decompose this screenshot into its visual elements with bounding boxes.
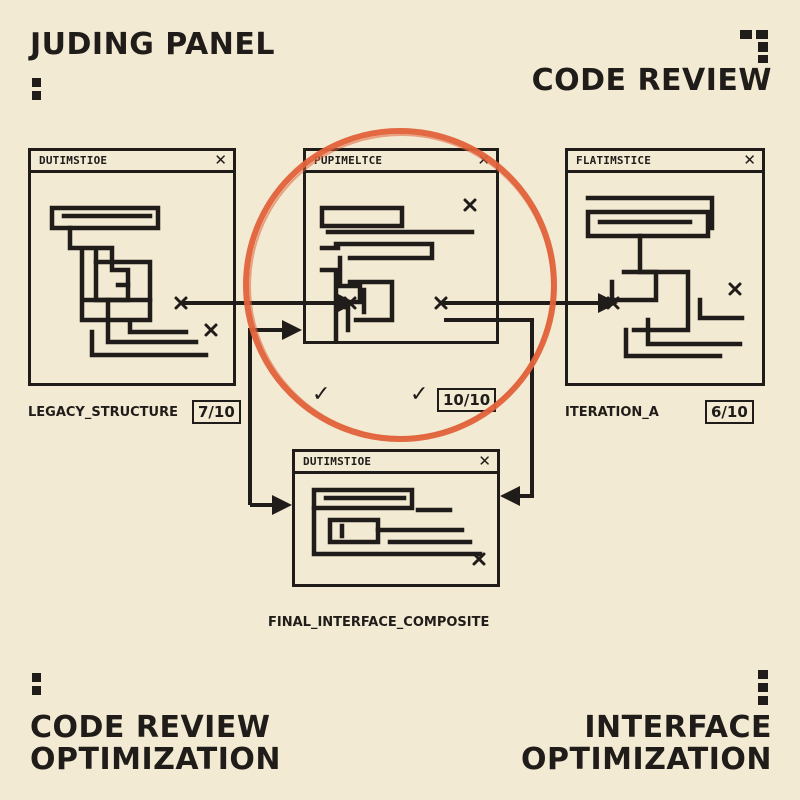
- window-final-composite[interactable]: DUTIMSTIOE ✕: [292, 449, 500, 587]
- label-iteration-a: ITERATION_A: [565, 405, 659, 420]
- heading-bottom-right-line1: INTERFACE: [584, 710, 772, 745]
- schematic-right: [585, 195, 745, 359]
- heading-top-right: CODE REVIEW: [531, 63, 772, 98]
- close-icon[interactable]: ✕: [478, 452, 491, 470]
- check-icon: ✓: [410, 382, 429, 407]
- close-icon[interactable]: ✕: [214, 151, 227, 169]
- heading-top-left: JUDING PANEL: [30, 27, 275, 62]
- close-icon[interactable]: ✕: [743, 151, 756, 169]
- window-title: FLATIMSTICE: [576, 154, 652, 167]
- x-mark-icons: [174, 198, 742, 566]
- schematic-left: [49, 205, 209, 358]
- heading-bottom-left: CODE REVIEW OPTIMIZATION: [30, 710, 282, 778]
- heading-bottom-left-line2: OPTIMIZATION: [30, 742, 282, 778]
- window-legacy-structure[interactable]: DUTIMSTIOE ✕: [28, 148, 236, 386]
- schematic-bottom: [311, 487, 483, 557]
- score-badge-legacy: 7/10: [192, 400, 241, 425]
- window-titlebar[interactable]: DUTIMSTIOE ✕: [295, 452, 497, 474]
- heading-bottom-left-line1: CODE REVIEW: [30, 710, 271, 745]
- check-icon: ✓: [312, 382, 331, 407]
- window-titlebar[interactable]: DUTIMSTIOE ✕: [31, 151, 233, 173]
- window-iteration-a[interactable]: FLATIMSTICE ✕: [565, 148, 765, 386]
- window-title: DUTIMSTIOE: [39, 154, 108, 167]
- window-title: PUPIMELTCE: [314, 154, 383, 167]
- score-badge-iteration: 6/10: [705, 400, 754, 425]
- highlight-circle: [243, 128, 557, 442]
- window-title: DUTIMSTIOE: [303, 455, 372, 468]
- score-badge-center: 10/10: [437, 388, 497, 413]
- heading-bottom-right: INTERFACE OPTIMIZATION: [520, 710, 772, 778]
- label-legacy-structure: LEGACY_STRUCTURE: [28, 405, 179, 420]
- window-titlebar[interactable]: FLATIMSTICE ✕: [568, 151, 762, 173]
- label-final-interface-composite: FINAL_INTERFACE_COMPOSITE: [268, 615, 490, 630]
- heading-bottom-right-line2: OPTIMIZATION: [520, 742, 772, 778]
